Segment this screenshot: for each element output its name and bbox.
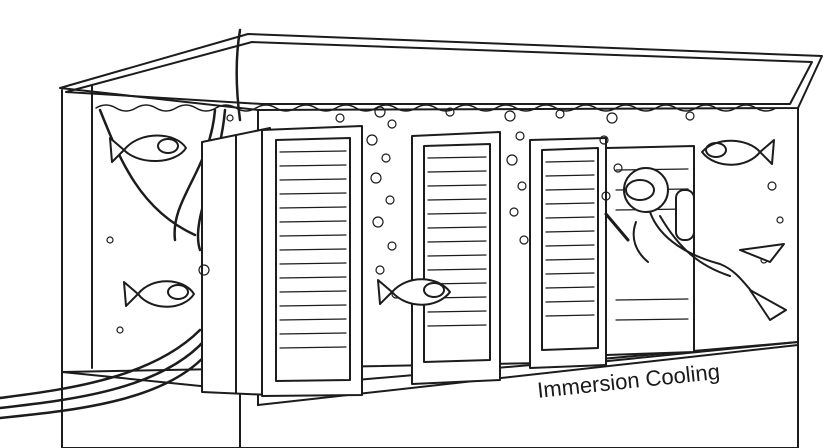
fish-lower-left <box>123 280 195 308</box>
fish-middle <box>377 278 451 306</box>
diver <box>604 167 787 321</box>
cables <box>0 28 242 420</box>
tank-glass <box>59 33 823 406</box>
server-rack-2 <box>411 131 501 385</box>
side-unit <box>201 127 271 396</box>
bubbles <box>106 106 784 334</box>
server-rack-3 <box>529 137 607 369</box>
fish-upper-left <box>109 134 187 163</box>
server-rack-1 <box>261 125 363 397</box>
fish-right <box>701 139 775 166</box>
